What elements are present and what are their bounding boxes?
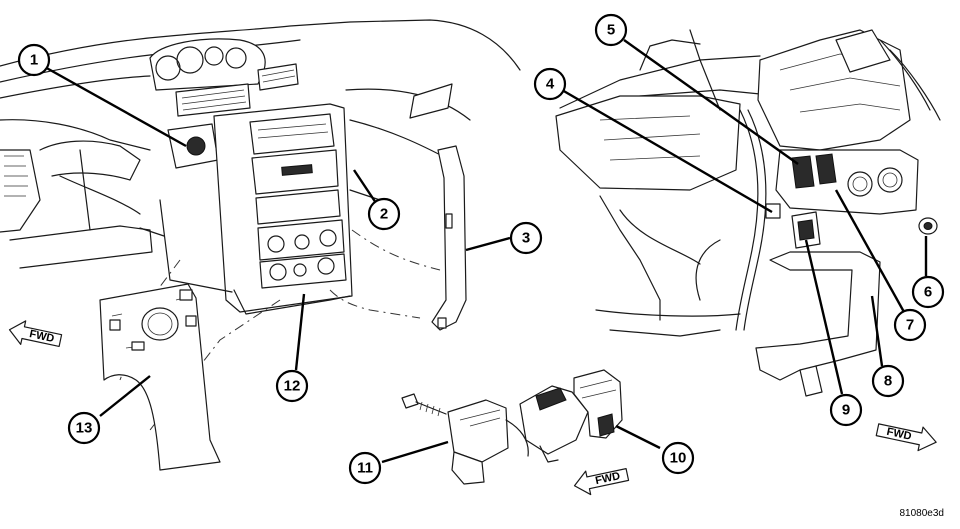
fwd-label: FWD — [594, 470, 621, 487]
callout-1: 1 — [17, 43, 51, 77]
callout-label: 4 — [546, 76, 555, 93]
callout-11: 11 — [348, 451, 382, 485]
callout-label: 13 — [76, 420, 93, 437]
callout-7: 7 — [893, 308, 927, 342]
callout-6: 6 — [911, 275, 945, 309]
callout-3: 3 — [509, 221, 543, 255]
callout-label: 7 — [906, 317, 914, 334]
callout-12: 12 — [275, 369, 309, 403]
callout-label: 5 — [607, 22, 615, 39]
fwd-arrow-left: FWD — [8, 320, 63, 348]
callout-10: 10 — [661, 441, 695, 475]
callout-label: 2 — [380, 206, 388, 223]
fwd-label: FWD — [886, 426, 913, 443]
fwd-arrow-bottom: FWD — [573, 468, 630, 496]
callout-label: 6 — [924, 284, 932, 301]
callout-label: 12 — [284, 378, 301, 395]
leader-lines — [42, 39, 928, 464]
callout-label: 8 — [884, 373, 892, 390]
callout-label: 3 — [522, 230, 530, 247]
callout-label: 11 — [357, 460, 373, 477]
callout-13: 13 — [67, 411, 101, 445]
callout-label: 1 — [30, 52, 38, 69]
callout-label: 9 — [842, 402, 850, 419]
switch-mount-view — [555, 29, 941, 397]
fwd-arrow-right: FWD — [875, 423, 937, 452]
figure-id: 81080e3d — [900, 508, 945, 519]
callout-label: 10 — [670, 450, 687, 467]
callout-9: 9 — [829, 393, 863, 427]
callout-5: 5 — [594, 13, 628, 47]
switch-detail-view — [401, 369, 623, 485]
instrument-panel-view — [0, 19, 521, 471]
callout-2: 2 — [367, 197, 401, 231]
callout-4: 4 — [533, 67, 567, 101]
callout-8: 8 — [871, 364, 905, 398]
fwd-label: FWD — [28, 328, 55, 345]
